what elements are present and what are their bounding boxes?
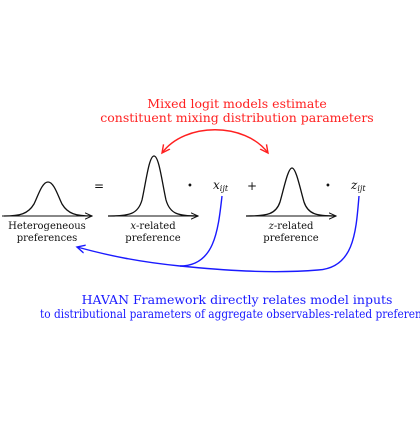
bottom-note-line1: HAVAN Framework directly relates model i… [82, 292, 393, 307]
equals-sign: = [94, 179, 104, 193]
distribution-label-line2: preference [263, 233, 318, 244]
distribution-z-related: z-related preference [245, 167, 337, 244]
label-rest: -related [136, 221, 176, 232]
z-subscript: ijt [357, 184, 366, 193]
z-symbol: z [350, 178, 358, 192]
distribution-label-line1: z-related [268, 221, 314, 232]
blue-link-from-z [179, 195, 360, 273]
bottom-note-line2: to distributional parameters of aggregat… [40, 306, 420, 321]
bell-curve-icon [245, 167, 337, 217]
variable-z-ijt: zijt [350, 178, 366, 193]
bell-curve-icon [3, 181, 93, 217]
top-note-line2: constituent mixing distribution paramete… [100, 110, 373, 125]
plus-sign: + [247, 179, 257, 193]
distribution-label-line2: preferences [17, 233, 78, 244]
label-rest: -related [274, 221, 314, 232]
top-note-line1: Mixed logit models estimate [147, 96, 326, 111]
distribution-label-line1: Heterogeneous [8, 221, 86, 232]
variable-x-ijt: xijt [213, 178, 229, 193]
distribution-label-line2: preference [125, 233, 180, 244]
x-symbol: x [213, 178, 220, 192]
double-arrow-icon [162, 129, 268, 153]
blue-link-from-x [179, 195, 223, 267]
distribution-x-related: x-related preference [107, 155, 199, 244]
multiply-dot: • [187, 181, 193, 192]
blue-arrow-to-heterogeneous [77, 247, 181, 267]
bell-curve-icon [107, 155, 199, 217]
multiply-dot: • [325, 181, 331, 192]
variable-x: x [130, 221, 136, 232]
x-subscript: ijt [220, 184, 229, 193]
variable-z: z [268, 221, 275, 232]
distribution-heterogeneous: Heterogeneous preferences [2, 181, 93, 244]
distribution-label-line1: x-related [130, 221, 176, 232]
